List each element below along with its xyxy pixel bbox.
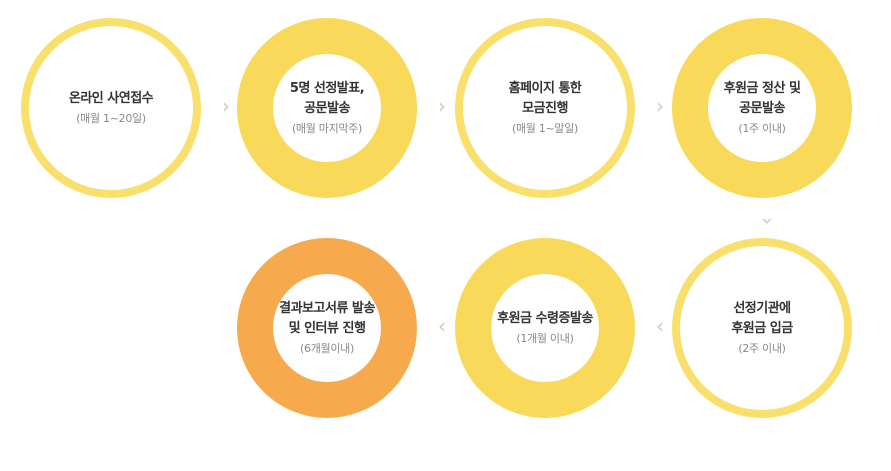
step-duration: (매월 마지막주) — [291, 122, 363, 135]
step-duration: (매월 1~말일) — [511, 122, 579, 135]
step-fundraising: 홈페이지 통한 모금진행 (매월 1~말일) — [455, 18, 635, 198]
step-duration: (6개월이내) — [300, 342, 354, 355]
step-deposit: 선정기관에 후원금 입금 (2주 이내) — [672, 238, 852, 418]
step-report-interview: 결과보고서류 발송 및 인터뷰 진행 (6개월이내) — [237, 238, 417, 418]
step-duration: (2주 이내) — [738, 342, 786, 355]
chevron-left-icon: › — [656, 316, 664, 340]
step-duration: (1개월 이내) — [516, 332, 574, 345]
step-title: 선정기관에 후원금 입금 — [731, 301, 793, 336]
step-title: 후원금 정산 및 공문발송 — [723, 81, 801, 116]
step-selection-announcement: 5명 선정발표, 공문발송 (매월 마지막주) — [237, 18, 417, 198]
step-duration: (매월 1~20일) — [76, 112, 146, 125]
step-title: 온라인 사연접수 — [68, 91, 154, 106]
chevron-right-icon: › — [656, 94, 664, 118]
step-title: 결과보고서류 발송 및 인터뷰 진행 — [279, 301, 375, 336]
chevron-down-icon: › — [756, 217, 780, 225]
step-title: 5명 선정발표, 공문발송 — [289, 81, 365, 116]
chevron-right-icon: › — [438, 94, 446, 118]
step-duration: (1주 이내) — [738, 122, 786, 135]
step-title: 홈페이지 통한 모금진행 — [508, 81, 582, 116]
step-title: 후원금 수령증발송 — [497, 311, 593, 326]
step-settlement: 후원금 정산 및 공문발송 (1주 이내) — [672, 18, 852, 198]
chevron-left-icon: › — [438, 316, 446, 340]
step-receipt: 후원금 수령증발송 (1개월 이내) — [455, 238, 635, 418]
step-online-application: 온라인 사연접수 (매월 1~20일) — [21, 18, 201, 198]
chevron-right-icon: › — [222, 94, 230, 118]
